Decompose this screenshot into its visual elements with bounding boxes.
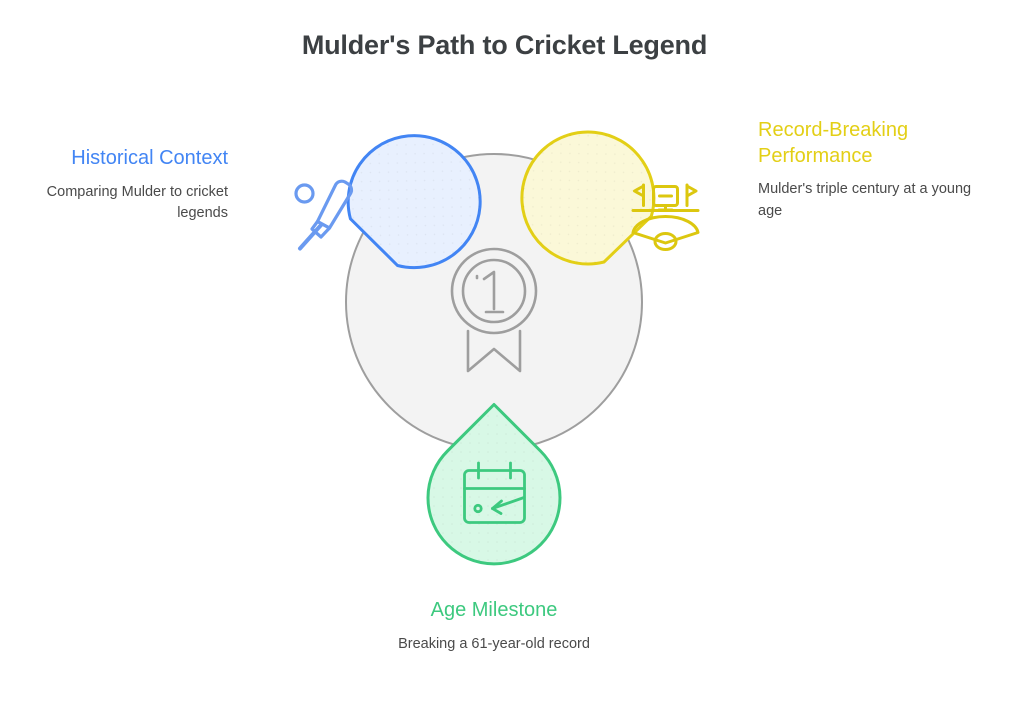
- node-pin-historical-context[interactable]: [294, 134, 482, 270]
- node-description-age-milestone: Breaking a 61-year-old record: [398, 635, 590, 652]
- node-heading-historical-context: Historical Context: [71, 147, 228, 169]
- cricket-bat-and-ball-icon: [294, 179, 354, 251]
- node-heading-age-milestone: Age Milestone: [430, 599, 558, 621]
- node-label-historical-context: Historical Context Comparing Mulder to c…: [18, 146, 228, 225]
- node-label-record-breaking-performance: Record-Breaking Performance Mulder's tri…: [758, 118, 980, 223]
- calendar-arrow-icon: [463, 461, 526, 524]
- node-heading-record-breaking-performance: Record-Breaking Performance: [758, 119, 909, 167]
- pin-texture-green: [428, 404, 560, 564]
- medal-first-place-icon: [450, 247, 538, 373]
- stadium-scoreboard-icon: [631, 183, 700, 251]
- node-pin-record-breaking-performance[interactable]: [520, 130, 700, 266]
- node-pin-age-milestone[interactable]: [426, 403, 562, 566]
- node-label-age-milestone: Age Milestone Breaking a 61-year-old rec…: [366, 598, 622, 655]
- node-description-historical-context: Comparing Mulder to cricket legends: [46, 183, 228, 222]
- pin-texture-yellow: [521, 132, 654, 264]
- page-title: Mulder's Path to Cricket Legend: [301, 30, 708, 60]
- node-description-record-breaking-performance: Mulder's triple century at a young age: [758, 181, 972, 219]
- pin-texture-blue: [348, 135, 481, 268]
